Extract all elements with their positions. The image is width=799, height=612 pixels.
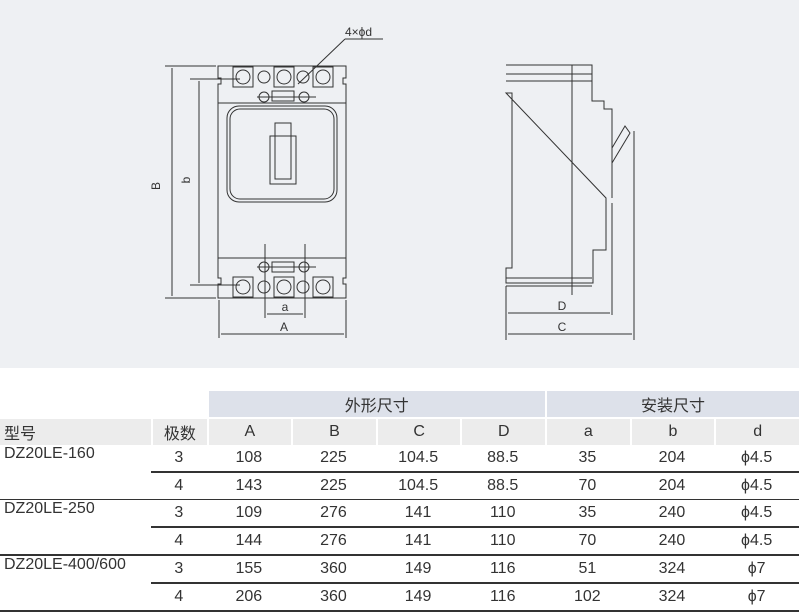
- value-cell: 3: [151, 500, 207, 528]
- col-A: A: [206, 417, 292, 445]
- value-cell: ϕ4.5: [714, 528, 799, 556]
- model-cell: DZ20LE-400/600: [4, 556, 126, 573]
- value-cell: 35: [545, 500, 630, 528]
- group-header-outline: 外形尺寸: [206, 391, 546, 417]
- value-cell: 70: [545, 473, 630, 500]
- model-cell: DZ20LE-160: [4, 445, 95, 462]
- dim-D-label: D: [558, 299, 567, 313]
- value-cell: 104.5: [375, 445, 461, 473]
- breaker-outline-drawing: 4×ϕd B b a A D C: [149, 25, 635, 340]
- value-cell: 110: [460, 528, 546, 556]
- model-cell: DZ20LE-250: [4, 500, 95, 517]
- value-cell: 3: [151, 556, 207, 584]
- model-cell: [0, 528, 152, 556]
- value-cell: 360: [291, 556, 376, 584]
- value-cell: 141: [375, 528, 461, 556]
- value-cell: 104.5: [375, 473, 461, 500]
- value-cell: ϕ4.5: [714, 445, 799, 473]
- front-view: [165, 38, 383, 338]
- value-cell: 144: [206, 528, 292, 556]
- col-B: B: [291, 417, 376, 445]
- value-cell: 51: [545, 556, 630, 584]
- value-cell: 143: [206, 473, 292, 500]
- value-cell: 70: [545, 528, 630, 556]
- model-cell: [0, 473, 152, 500]
- terminal-screws-bottom: [232, 261, 334, 298]
- value-cell: 110: [460, 500, 546, 528]
- side-view: [504, 64, 635, 340]
- terminal-screws-top: [232, 66, 334, 103]
- dim-A-label: A: [280, 320, 288, 334]
- value-cell: 276: [291, 528, 376, 556]
- col-poles: 极数: [151, 417, 207, 445]
- group-header-mounting: 安装尺寸: [545, 391, 799, 417]
- col-b: b: [629, 417, 715, 445]
- col-d: d: [714, 417, 799, 445]
- value-cell: 3: [151, 445, 207, 473]
- dim-b-label: b: [179, 176, 193, 183]
- dimension-drawing: 4×ϕd B b a A D C: [0, 0, 799, 368]
- col-model: 型号: [0, 417, 152, 445]
- value-cell: 240: [629, 500, 715, 528]
- value-cell: 88.5: [460, 445, 546, 473]
- col-D: D: [460, 417, 546, 445]
- value-cell: 116: [460, 556, 546, 584]
- value-cell: 240: [629, 528, 715, 556]
- value-cell: ϕ7: [714, 556, 799, 584]
- value-cell: 88.5: [460, 473, 546, 500]
- value-cell: 4: [151, 473, 207, 500]
- value-cell: 225: [291, 445, 376, 473]
- value-cell: 204: [629, 473, 715, 500]
- dim-B-label: B: [149, 182, 163, 190]
- value-cell: 155: [206, 556, 292, 584]
- value-cell: 141: [375, 500, 461, 528]
- hole-spec-label: 4×ϕd: [345, 25, 372, 39]
- value-cell: 109: [206, 500, 292, 528]
- dim-C-label: C: [558, 320, 567, 334]
- value-cell: ϕ4.5: [714, 500, 799, 528]
- dimension-table: 外形尺寸 安装尺寸 型号 极数 A B C D a b d DZ20LE-160…: [0, 391, 799, 612]
- value-cell: 324: [629, 556, 715, 584]
- value-cell: 108: [206, 445, 292, 473]
- col-C: C: [375, 417, 461, 445]
- col-a: a: [545, 417, 630, 445]
- value-cell: 35: [545, 445, 630, 473]
- value-cell: 276: [291, 500, 376, 528]
- dim-a-label: a: [282, 300, 289, 314]
- value-cell: 4: [151, 528, 207, 556]
- value-cell: 225: [291, 473, 376, 500]
- value-cell: ϕ4.5: [714, 473, 799, 500]
- value-cell: 204: [629, 445, 715, 473]
- value-cell: 149: [375, 556, 461, 584]
